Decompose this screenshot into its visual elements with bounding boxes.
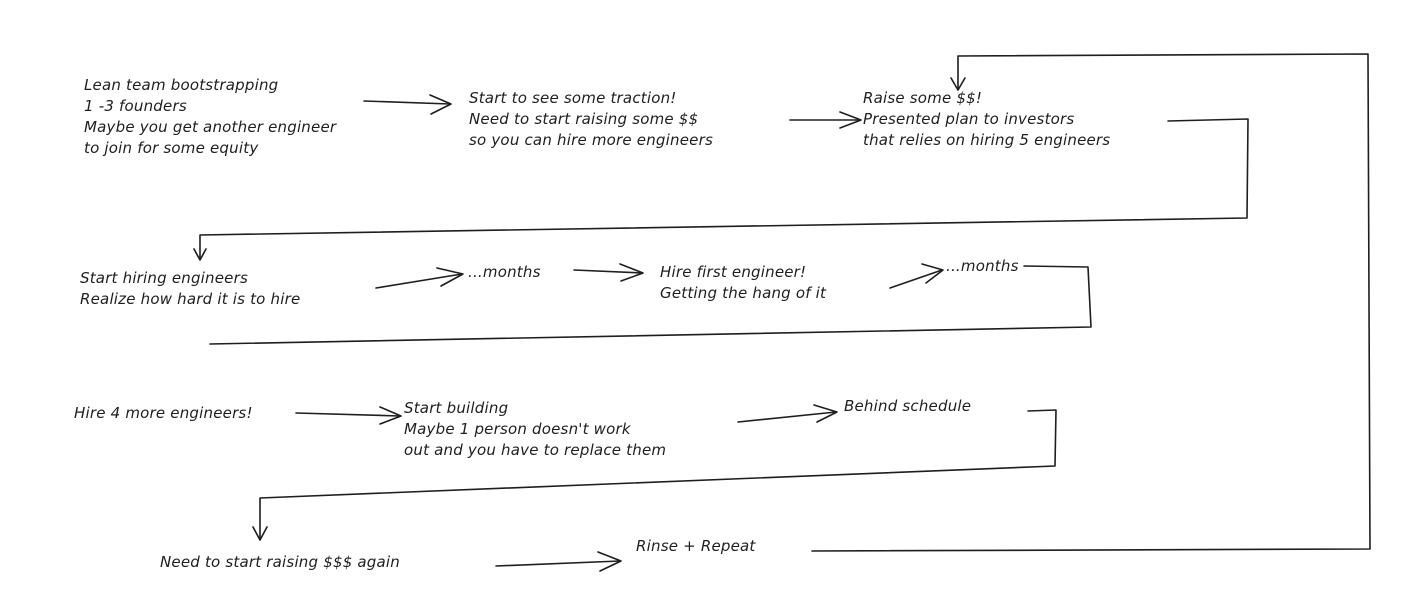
node-line: to join for some equity [84, 139, 259, 157]
edge-months-1-to-first-engineer [573, 263, 644, 282]
node-start-hiring: Start hiring engineers Realize how hard … [80, 268, 300, 310]
node-line: Getting the hang of it [660, 284, 827, 302]
node-line: Start building [404, 399, 509, 417]
edge-lean-team-to-traction [363, 94, 452, 115]
node-line: Hire first engineer! [660, 263, 807, 281]
node-raise: Raise some $$! Presented plan to investo… [863, 88, 1110, 151]
node-line: Maybe you get another engineer [84, 118, 337, 136]
edge-months-2-to-hire-four [209, 265, 1092, 345]
node-line: 1 -3 founders [84, 97, 187, 115]
node-line: Presented plan to investors [863, 110, 1075, 128]
node-line: out and you have to replace them [404, 441, 667, 459]
edge-raise-to-start-hiring [193, 118, 1249, 261]
node-line: that relies on hiring 5 engineers [863, 131, 1111, 149]
node-lean-team: Lean team bootstrapping 1 -3 founders Ma… [84, 75, 336, 159]
edge-traction-to-raise [789, 111, 862, 129]
node-line: Lean team bootstrapping [84, 76, 279, 94]
node-line: Raise some $$! [863, 89, 983, 107]
node-months-2: ...months [946, 256, 1019, 277]
node-traction: Start to see some traction! Need to star… [469, 88, 713, 151]
node-line: Need to start raising $$$ again [160, 553, 400, 571]
node-start-building: Start building Maybe 1 person doesn't wo… [404, 398, 666, 461]
edge-start-building-to-behind-schedule [737, 404, 838, 423]
node-line: ...months [468, 263, 541, 281]
node-line: Need to start raising some $$ [469, 110, 699, 128]
node-behind-schedule: Behind schedule [844, 396, 971, 417]
node-first-engineer: Hire first engineer! Getting the hang of… [660, 262, 826, 304]
node-rinse-repeat: Rinse + Repeat [636, 536, 756, 557]
edge-first-engineer-to-months-2 [889, 263, 944, 289]
edge-rinse-repeat-to-raise [811, 53, 1371, 552]
node-line: Start to see some traction! [469, 89, 677, 107]
node-hire-four: Hire 4 more engineers! [74, 403, 253, 424]
edge-behind-schedule-to-raise-again [252, 409, 1057, 541]
node-line: ...months [946, 257, 1019, 275]
edge-start-hiring-to-months-1 [375, 267, 464, 289]
node-line: Realize how hard it is to hire [80, 290, 301, 308]
edge-hire-four-to-start-building [295, 406, 402, 425]
node-line: Rinse + Repeat [636, 537, 756, 555]
edge-raise-again-to-rinse-repeat [495, 551, 622, 572]
node-months-1: ...months [468, 262, 541, 283]
node-line: so you can hire more engineers [469, 131, 713, 149]
node-line: Start hiring engineers [80, 269, 248, 287]
node-line: Maybe 1 person doesn't work [404, 420, 631, 438]
node-line: Behind schedule [844, 397, 972, 415]
node-line: Hire 4 more engineers! [74, 404, 253, 422]
node-raise-again: Need to start raising $$$ again [160, 552, 400, 573]
